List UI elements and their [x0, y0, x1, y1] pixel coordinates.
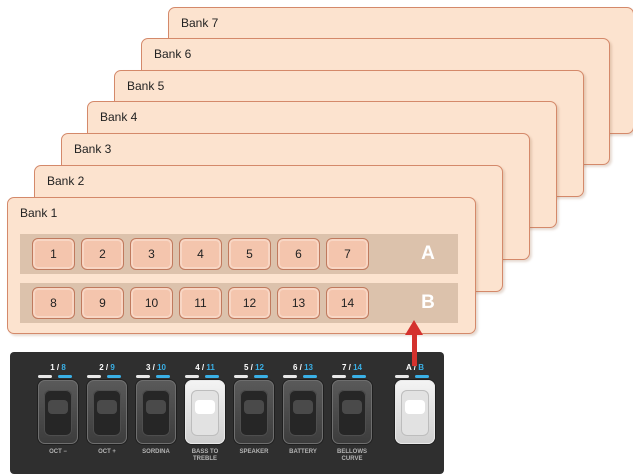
bank-button-11[interactable]: 11	[179, 287, 222, 319]
switch-4[interactable]	[185, 380, 225, 444]
bank-button-4[interactable]: 4	[179, 238, 222, 270]
bank-title: Bank 2	[47, 174, 85, 188]
bank-title: Bank 6	[154, 47, 192, 61]
bank-title: Bank 1	[20, 206, 58, 220]
ab-switch-led-alt	[415, 375, 429, 378]
switch-5-led-alt	[254, 375, 268, 378]
switch-7[interactable]	[332, 380, 372, 444]
switch-6-led-alt	[303, 375, 317, 378]
switch-6-number: 6 / 13	[292, 363, 314, 372]
bank-button-6[interactable]: 6	[277, 238, 320, 270]
switch-7-number: 7 / 14	[341, 363, 363, 372]
switch-3-led	[136, 375, 150, 378]
bank-button-8[interactable]: 8	[32, 287, 75, 319]
switch-2-label: OCT +	[98, 449, 116, 455]
ab-switch-letters: A / B	[406, 363, 424, 372]
ab-switch[interactable]	[395, 380, 435, 444]
switch-6[interactable]	[283, 380, 323, 444]
switch-2-number: 2 / 9	[99, 363, 115, 372]
switch-4-led-alt	[205, 375, 219, 378]
bank-title: Bank 7	[181, 16, 219, 30]
bank-title: Bank 5	[127, 79, 165, 93]
control-panel: 1 / 8 OCT − 2 / 9 OCT + 3 / 10 SORDINA 4…	[10, 352, 444, 474]
switch-4-led	[185, 375, 199, 378]
switch-5-label: SPEAKER	[239, 449, 269, 455]
switch-7-label: BELLOWS CURVE	[337, 449, 367, 462]
switch-7-led	[332, 375, 346, 378]
bank-button-13[interactable]: 13	[277, 287, 320, 319]
row-a: 1 2 3 4 5 6 7 A	[20, 234, 458, 274]
bank-1: Bank 1 1 2 3 4 5 6 7 A 8 9 10 11 12 13 1…	[7, 197, 476, 334]
bank-button-2[interactable]: 2	[81, 238, 124, 270]
switch-3-led-alt	[156, 375, 170, 378]
switch-1-led	[38, 375, 52, 378]
bank-button-10[interactable]: 10	[130, 287, 173, 319]
switch-5[interactable]	[234, 380, 274, 444]
switch-5-number: 5 / 12	[243, 363, 265, 372]
switch-1-led-alt	[58, 375, 72, 378]
switch-4-label: BASS TO TREBLE	[191, 449, 219, 462]
switch-1[interactable]	[38, 380, 78, 444]
switch-3[interactable]	[136, 380, 176, 444]
switch-5-led	[234, 375, 248, 378]
bank-title: Bank 3	[74, 142, 112, 156]
bank-title: Bank 4	[100, 110, 138, 124]
bank-button-5[interactable]: 5	[228, 238, 271, 270]
switch-6-led	[283, 375, 297, 378]
row-letter-a: A	[421, 243, 435, 264]
bank-button-1[interactable]: 1	[32, 238, 75, 270]
arrow-up-icon	[405, 320, 423, 335]
bank-button-3[interactable]: 3	[130, 238, 173, 270]
ab-switch-led	[395, 375, 409, 378]
bank-button-9[interactable]: 9	[81, 287, 124, 319]
switch-1-number: 1 / 8	[50, 363, 66, 372]
switch-2[interactable]	[87, 380, 127, 444]
switch-2-led-alt	[107, 375, 121, 378]
switch-6-label: BATTERY	[289, 449, 317, 455]
switch-3-label: SORDINA	[142, 449, 170, 455]
switch-2-led	[87, 375, 101, 378]
row-letter-b: B	[421, 292, 435, 313]
arrow-shaft	[412, 334, 417, 366]
row-b: 8 9 10 11 12 13 14 B	[20, 283, 458, 323]
bank-button-7[interactable]: 7	[326, 238, 369, 270]
switch-3-number: 3 / 10	[145, 363, 167, 372]
bank-button-12[interactable]: 12	[228, 287, 271, 319]
switch-7-led-alt	[352, 375, 366, 378]
switch-4-number: 4 / 11	[195, 363, 215, 372]
bank-button-14[interactable]: 14	[326, 287, 369, 319]
switch-1-label: OCT −	[49, 449, 67, 455]
